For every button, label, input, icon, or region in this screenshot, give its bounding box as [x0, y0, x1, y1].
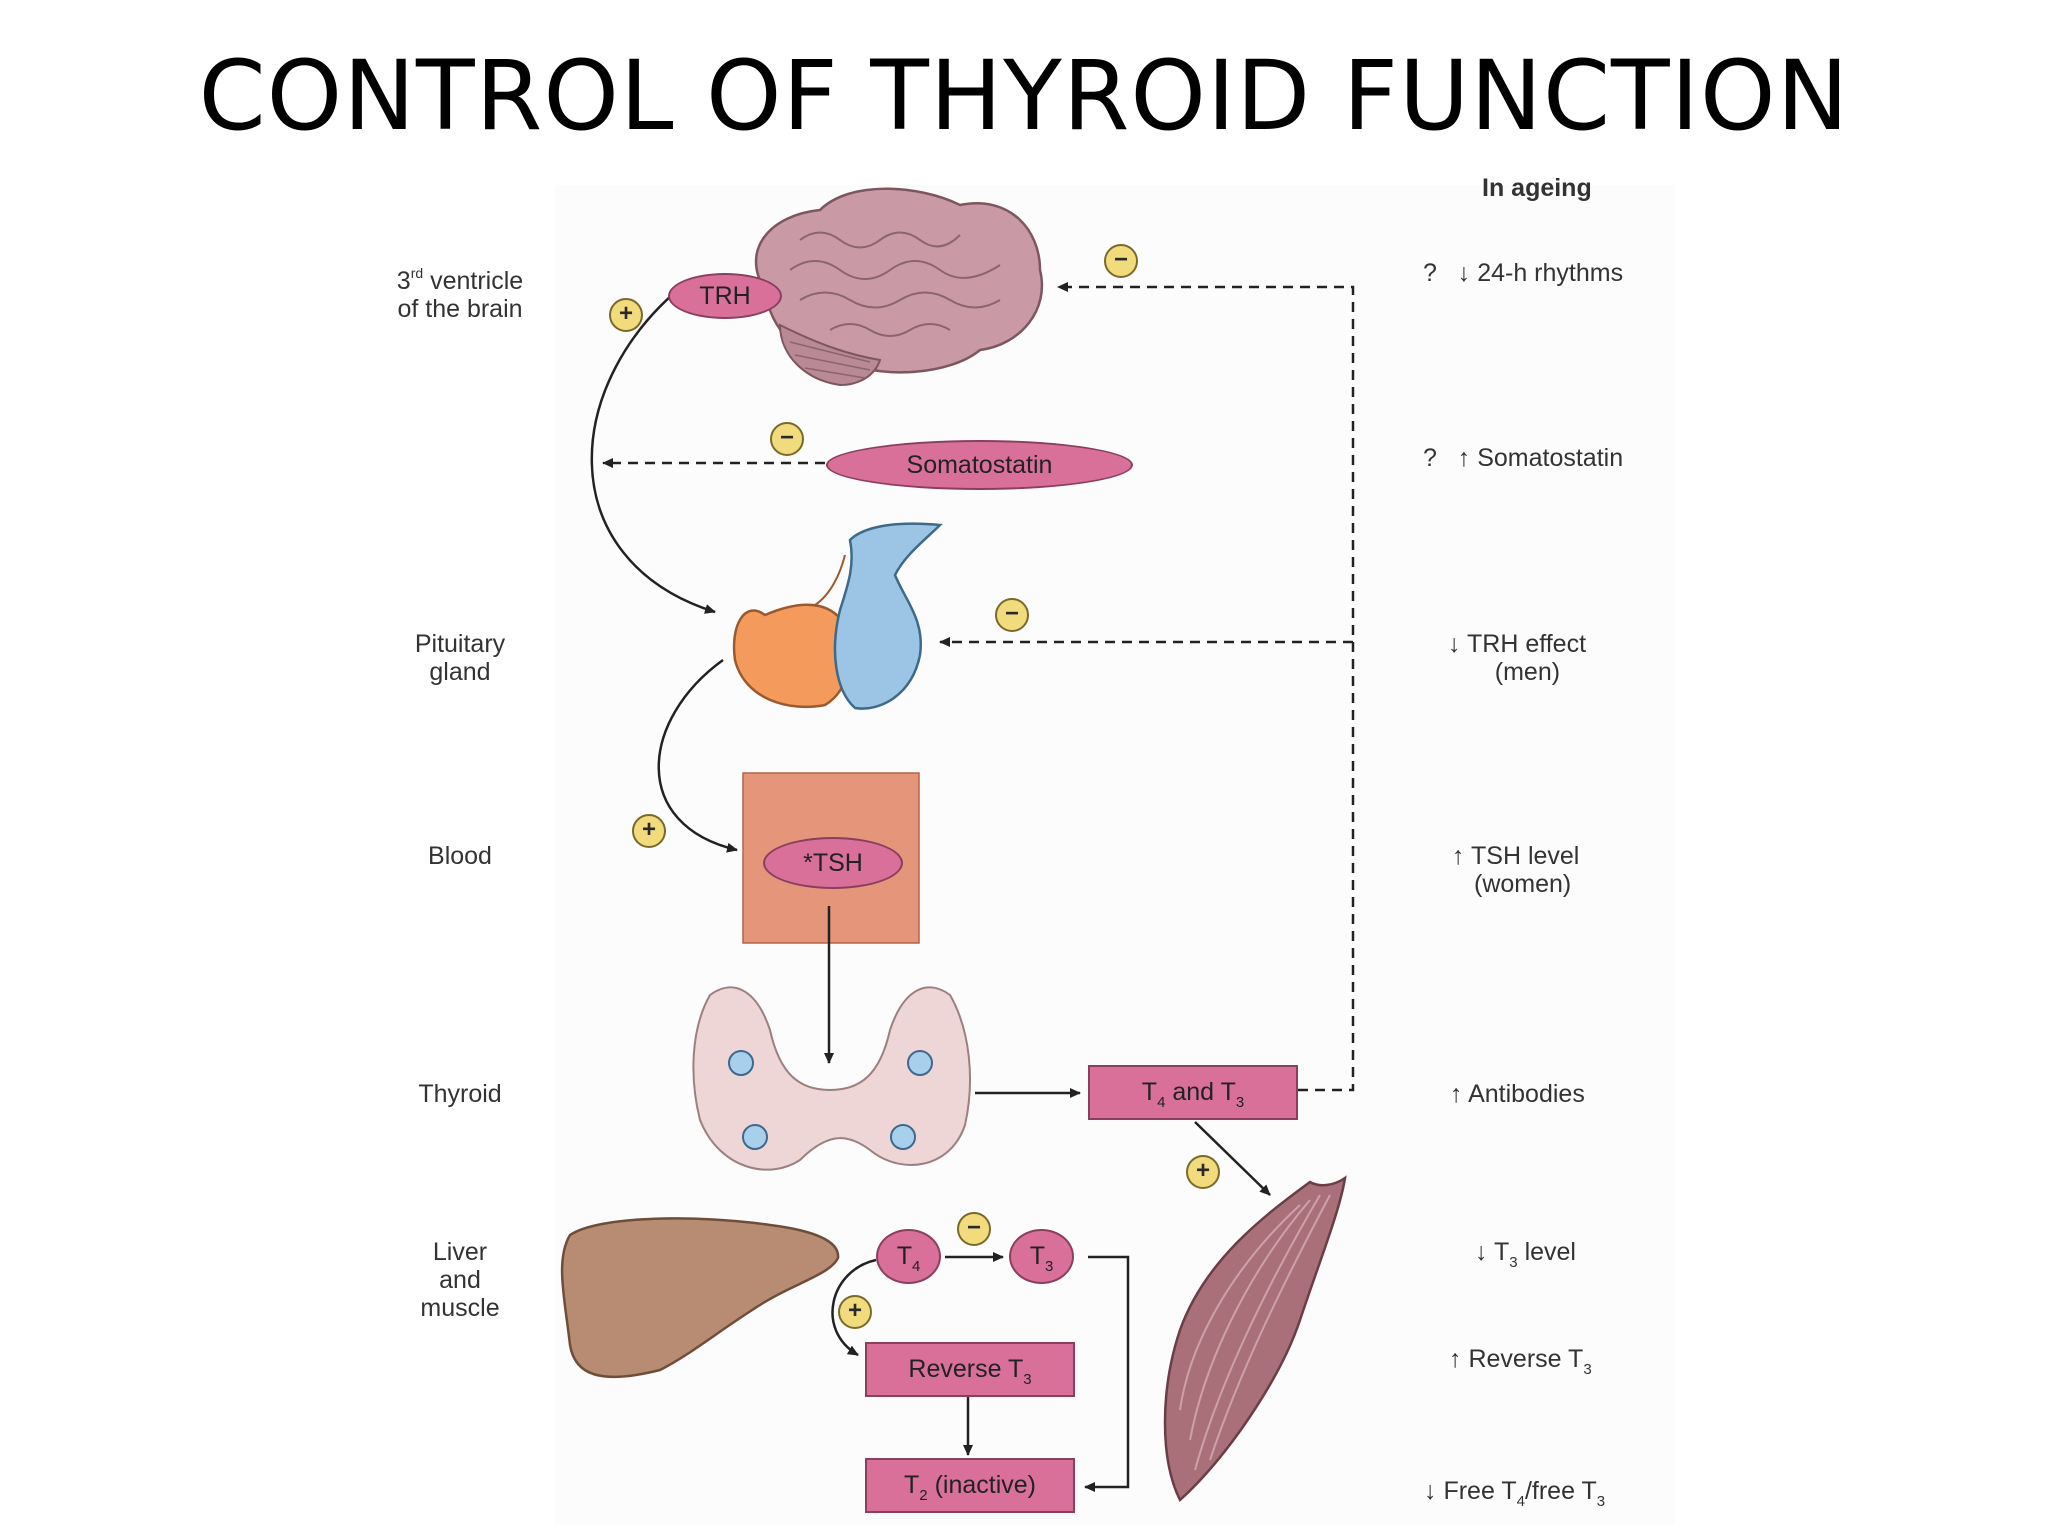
ageing-trh-effect: ↓ TRH effect (men) [1448, 630, 1587, 686]
up-arrow-icon: ↑ [1450, 1080, 1463, 1108]
hormone-t4: T4 [876, 1229, 941, 1284]
down-arrow-icon: ↓ [1475, 1238, 1488, 1266]
minus-badge: − [995, 598, 1029, 632]
pituitary-gland-icon [732, 522, 943, 710]
stimulation-arrows [590, 279, 1271, 1492]
ageing-antibodies: ↑ Antibodies [1450, 1080, 1585, 1108]
down-arrow-icon: ↓ [1448, 630, 1461, 658]
ageing-free-t4-t3: ↓ Free T4/free T3 [1424, 1477, 1606, 1510]
hormone-box-t4-and-t3: T4 and T3 [1088, 1065, 1298, 1120]
hormone-box-t2-inactive: T2 (inactive) [865, 1458, 1075, 1513]
muscle-icon [1163, 1175, 1347, 1503]
negative-feedback-lines [602, 282, 1355, 1092]
plus-badge: + [1186, 1155, 1220, 1189]
hormone-trh: TRH [668, 273, 782, 319]
ageing-reverse-t3: ↑ Reverse T3 [1449, 1345, 1592, 1378]
up-arrow-icon: ↑ [1452, 842, 1465, 870]
hormone-t3: T3 [1009, 1229, 1074, 1284]
up-arrow-icon: ↑ [1457, 444, 1471, 472]
thyroid-gland-icon [692, 986, 971, 1171]
slide-title: CONTROL OF THYROID FUNCTION [198, 40, 1850, 152]
plus-badge: + [632, 814, 666, 848]
down-arrow-icon: ↓ [1424, 1477, 1437, 1505]
hormone-box-reverse-t3: Reverse T3 [865, 1342, 1075, 1397]
hormone-tsh: *TSH [763, 837, 903, 889]
brain-icon [754, 187, 1044, 387]
liver-icon [560, 1217, 840, 1379]
ageing-heading: In ageing [1482, 174, 1592, 202]
down-arrow-icon: ↓ [1457, 259, 1471, 287]
plus-badge: + [838, 1295, 872, 1329]
label-third-ventricle: 3rd ventricle of the brain [396, 265, 524, 323]
minus-badge: − [957, 1212, 991, 1246]
ageing-t3-level: ↓ T3 level [1475, 1238, 1576, 1271]
label-thyroid: Thyroid [418, 1080, 502, 1108]
ageing-tsh-level: ↑ TSH level (women) [1452, 842, 1580, 898]
label-blood: Blood [428, 842, 492, 870]
up-arrow-icon: ↑ [1449, 1345, 1462, 1373]
plus-badge: + [609, 298, 643, 332]
minus-badge: − [770, 422, 804, 456]
minus-badge: − [1104, 244, 1138, 278]
hormone-somatostatin: Somatostatin [826, 440, 1133, 490]
ageing-somatostatin: ? ↑ Somatostatin [1423, 444, 1624, 472]
ageing-rhythms: ? ↓ 24-h rhythms [1423, 259, 1624, 287]
